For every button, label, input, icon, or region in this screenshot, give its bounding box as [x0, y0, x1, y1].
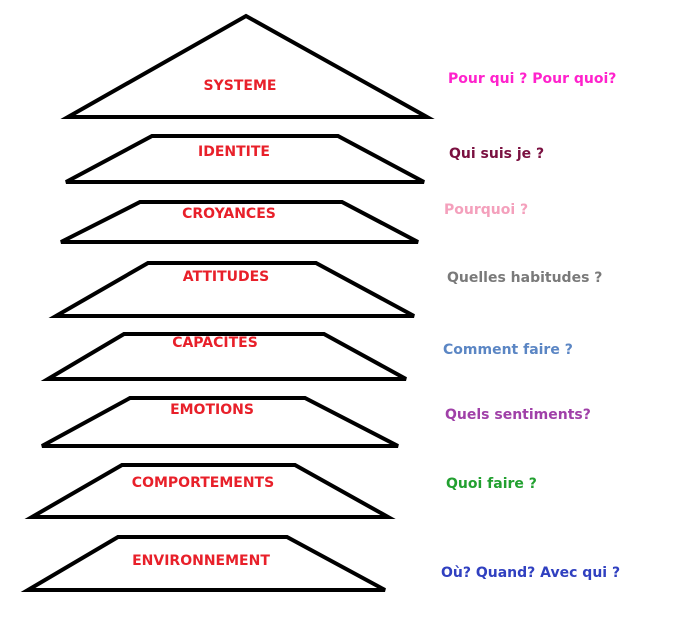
level-attitudes: ATTITUDES Quelles habitudes ? [48, 261, 602, 318]
level-question: Où? Quand? Avec qui ? [441, 565, 620, 581]
level-question: Comment faire ? [443, 342, 573, 358]
level-shape [60, 200, 419, 244]
level-question: Quels sentiments? [445, 407, 591, 423]
level-question: Pour qui ? Pour quoi? [448, 71, 616, 87]
level-systeme: SYSTEME Pour qui ? Pour quoi? [60, 13, 616, 119]
level-shape [48, 261, 415, 318]
level-shape [40, 332, 407, 381]
level-shape [41, 396, 399, 448]
level-croyances: CROYANCES Pourquoi ? [60, 200, 528, 244]
level-question: Qui suis je ? [449, 146, 544, 162]
level-label: COMPORTEMENTS [132, 475, 274, 491]
level-emotions: EMOTIONS Quels sentiments? [41, 396, 591, 448]
level-identite: IDENTITE Qui suis je ? [65, 134, 544, 184]
level-capacites: CAPACITES Comment faire ? [40, 332, 573, 381]
level-shape [60, 13, 435, 119]
level-question: Pourquoi ? [444, 202, 528, 218]
level-question: Quoi faire ? [446, 476, 537, 492]
level-label: ATTITUDES [183, 269, 270, 285]
level-label: CROYANCES [182, 206, 276, 222]
level-question: Quelles habitudes ? [447, 270, 602, 286]
level-shape [65, 134, 425, 184]
level-label: EMOTIONS [170, 402, 254, 418]
level-shape [20, 535, 386, 592]
level-shape [24, 463, 396, 519]
level-label: CAPACITES [172, 335, 258, 351]
level-comportements: COMPORTEMENTS Quoi faire ? [24, 463, 537, 519]
level-label: IDENTITE [198, 144, 270, 160]
level-environnement: ENVIRONNEMENT Où? Quand? Avec qui ? [20, 535, 620, 592]
level-label: SYSTEME [204, 78, 277, 94]
level-label: ENVIRONNEMENT [132, 553, 270, 569]
